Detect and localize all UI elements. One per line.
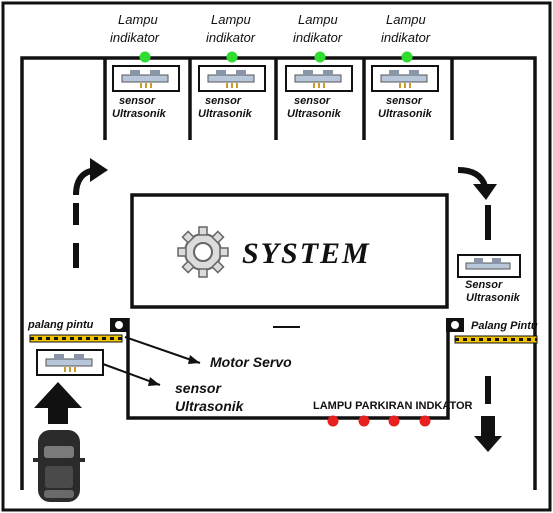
exit-arrow-down-icon — [474, 416, 502, 452]
ultrasonic-sensor-2 — [198, 65, 266, 92]
svg-text:sensor: sensor — [205, 95, 242, 107]
lamp-label-1: Lampu indikator — [110, 12, 160, 45]
parking-lamp-label: LAMPU PARKIRAN INDKATOR — [313, 400, 473, 412]
curved-arrow-right — [457, 167, 497, 200]
inner-parking-wall — [126, 318, 450, 420]
svg-text:Lampu: Lampu — [298, 12, 338, 27]
indicator-lamp-1 — [139, 51, 151, 63]
sensor-label-3: sensor Ultrasonik — [287, 95, 342, 120]
svg-text:indikator: indikator — [381, 30, 431, 45]
sensor-label-2: sensor Ultrasonik — [198, 95, 253, 120]
right-gate-label: Palang Pintu — [471, 320, 538, 332]
parking-lamp-1 — [327, 415, 339, 427]
svg-text:indikator: indikator — [110, 30, 160, 45]
svg-text:Ultrasonik: Ultrasonik — [466, 292, 521, 304]
svg-text:Ultrasonik: Ultrasonik — [378, 108, 433, 120]
sensor-label-right: Sensor Ultrasonik — [465, 279, 521, 304]
system-title: SYSTEM — [242, 237, 371, 270]
svg-text:Ultrasonik: Ultrasonik — [287, 108, 342, 120]
svg-text:Lampu: Lampu — [211, 12, 251, 27]
lamp-label-3: Lampu indikator — [293, 12, 343, 45]
gear-icon — [177, 226, 229, 278]
parking-lamp-2 — [358, 415, 370, 427]
ultrasonic-sensor-4 — [371, 65, 439, 92]
left-gate-camera-icon — [110, 318, 128, 332]
ultrasonic-sensor-entry — [36, 349, 104, 376]
car-icon — [33, 430, 85, 502]
parking-walls — [20, 56, 537, 490]
svg-text:sensor: sensor — [386, 95, 423, 107]
lamp-label-4: Lampu indikator — [381, 12, 431, 45]
ultrasonic-sensor-3 — [285, 65, 353, 92]
svg-text:Sensor: Sensor — [465, 279, 503, 291]
svg-text:Lampu: Lampu — [118, 12, 158, 27]
svg-text:Ultrasonik: Ultrasonik — [175, 398, 245, 414]
indicator-lamp-3 — [314, 51, 326, 63]
perimeter-wall — [20, 56, 537, 490]
ultrasonic-sensor-1 — [112, 65, 180, 92]
right-gate-barrier — [454, 335, 538, 344]
indicator-lamp-4 — [401, 51, 413, 63]
motor-servo-pointer — [124, 336, 201, 364]
parking-lamp-3 — [388, 415, 400, 427]
motor-servo-label: Motor Servo — [210, 354, 292, 370]
svg-text:Ultrasonik: Ultrasonik — [112, 108, 167, 120]
svg-text:sensor: sensor — [119, 95, 156, 107]
entry-sensor-label: sensor Ultrasonik — [175, 380, 245, 414]
lamp-label-2: Lampu indikator — [206, 12, 256, 45]
left-gate-barrier — [29, 334, 123, 343]
svg-text:sensor: sensor — [294, 95, 331, 107]
curved-arrow-left — [73, 158, 108, 196]
right-gate-camera-icon — [446, 318, 464, 332]
svg-text:sensor: sensor — [175, 380, 222, 396]
svg-text:indikator: indikator — [206, 30, 256, 45]
path-dashes — [73, 203, 491, 404]
left-gate-label: palang pintu — [27, 319, 94, 331]
svg-text:indikator: indikator — [293, 30, 343, 45]
svg-text:Ultrasonik: Ultrasonik — [198, 108, 253, 120]
entry-arrow-up-icon — [34, 382, 82, 424]
sensor-label-4: sensor Ultrasonik — [378, 95, 433, 120]
sensor-label-1: sensor Ultrasonik — [112, 95, 167, 120]
ultrasonic-sensor-right — [457, 254, 521, 278]
parking-lamp-4 — [419, 415, 431, 427]
indicator-lamp-2 — [226, 51, 238, 63]
svg-text:Lampu: Lampu — [386, 12, 426, 27]
